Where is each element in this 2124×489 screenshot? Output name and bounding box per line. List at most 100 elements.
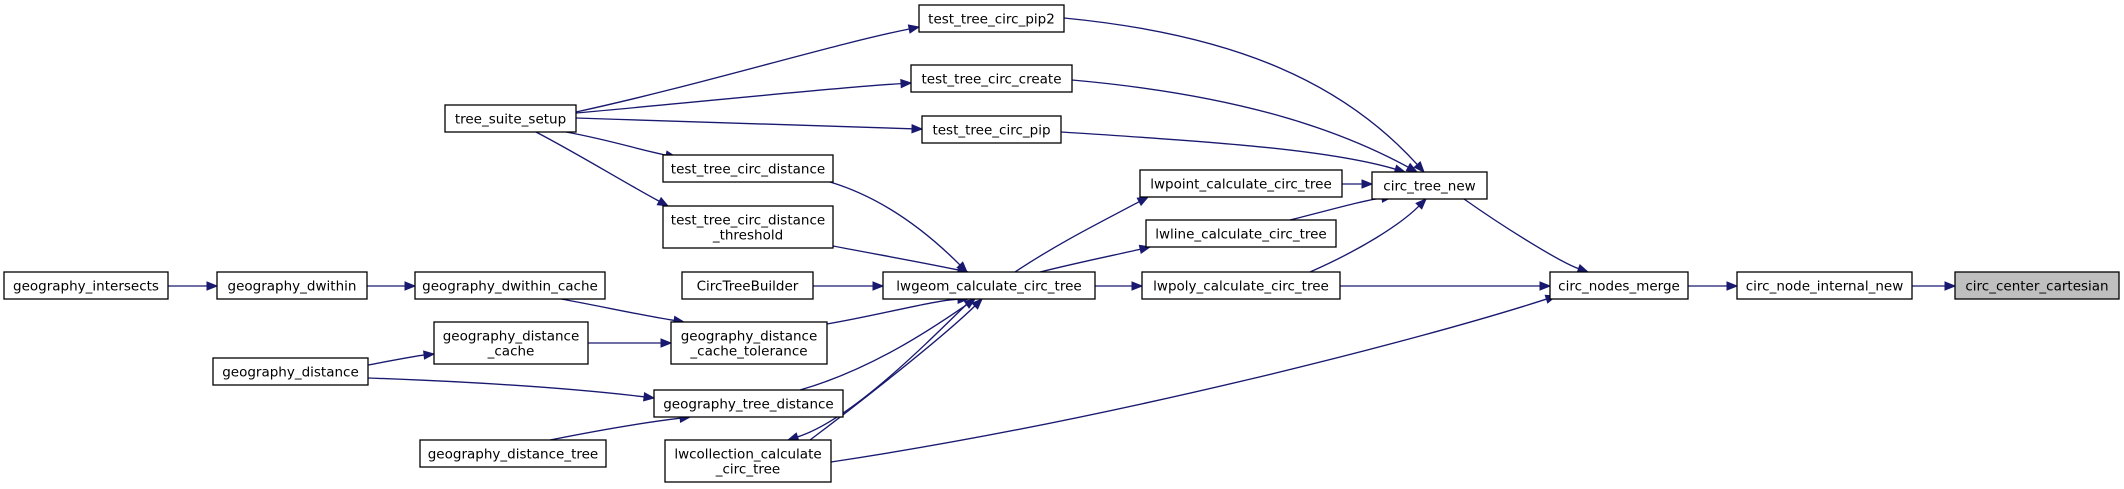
arrowhead-icon [423, 350, 436, 360]
node-circ-nodes-merge[interactable]: circ_nodes_merge [1549, 271, 1689, 300]
edge-test-tree-circ-pip2-to-circ-tree-new [1063, 17, 1425, 173]
edge-test-tree-circ-create-to-circ-tree-new [1071, 79, 1419, 173]
node-box [414, 271, 606, 300]
node-geography-distance-tree[interactable]: geography_distance_tree [419, 439, 607, 468]
node-test-tree-circ-pip[interactable]: test_tree_circ_pip [921, 115, 1062, 144]
edge-geography-distance-cache-to-geography-distance-cache-tolerance [588, 338, 673, 348]
node-box [3, 271, 169, 300]
edge-line [1309, 205, 1420, 273]
edge-circ-node-internal-new-to-circ-center-cartesian [1912, 281, 1957, 291]
node-geography-distance[interactable]: geography_distance [212, 357, 369, 386]
arrowhead-icon [1576, 264, 1590, 273]
node-box [1145, 219, 1337, 248]
node-label: geography_distance [443, 329, 580, 345]
node-test-tree-circ-distance-threshold[interactable]: test_tree_circ_distance_threshold [662, 205, 834, 249]
node-label: circ_center_cartesian [1965, 279, 2108, 295]
edge-line [829, 181, 961, 266]
edge-line [575, 82, 902, 114]
edge-lwgeom-calculate-circ-tree-to-lwpoly-calculate-circ-tree [1095, 281, 1144, 291]
node-box [1954, 271, 2120, 300]
node-test-tree-circ-distance[interactable]: test_tree_circ_distance [662, 154, 834, 183]
node-geography-distance-cache-tolerance[interactable]: geography_distance_cache_tolerance [670, 321, 828, 365]
node-test-tree-circ-create[interactable]: test_tree_circ_create [910, 64, 1073, 93]
node-box [444, 104, 577, 133]
node-geography-intersects[interactable]: geography_intersects [3, 271, 169, 300]
node-label: test_tree_circ_pip2 [928, 12, 1055, 28]
edge-line [367, 377, 645, 398]
node-geography-tree-distance[interactable]: geography_tree_distance [653, 389, 844, 418]
node-label: geography_intersects [13, 279, 159, 295]
node-geography-distance-cache[interactable]: geography_distance_cache [433, 321, 589, 365]
node-label: geography_tree_distance [663, 397, 834, 413]
node-box [664, 439, 832, 483]
edge-line [535, 131, 660, 202]
node-test-tree-circ-pip2[interactable]: test_tree_circ_pip2 [918, 4, 1065, 33]
arrowhead-icon [907, 24, 921, 34]
node-label: geography_distance_tree [428, 447, 599, 463]
arrowhead-icon [1944, 281, 1957, 291]
edge-tree-suite-setup-to-test-tree-circ-pip2 [575, 24, 921, 113]
node-label: geography_dwithin_cache [422, 279, 598, 295]
node-tree-suite-setup[interactable]: tree_suite_setup [444, 104, 577, 133]
node-label: lwline_calculate_circ_tree [1155, 227, 1326, 243]
edge-circtreebuilder-to-lwgeom-calculate-circ-tree [813, 281, 885, 291]
edge-geography-intersects-to-geography-dwithin [168, 281, 219, 291]
edge-geography-dwithin-cache-to-geography-distance-cache-tolerance [560, 298, 686, 326]
arrowhead-icon [404, 281, 417, 291]
edge-lwpoint-calculate-circ-tree-to-circ-tree-new [1342, 179, 1374, 189]
node-box [1139, 169, 1343, 198]
node-geography-dwithin-cache[interactable]: geography_dwithin_cache [414, 271, 606, 300]
node-circtreebuilder[interactable]: CircTreeBuilder [681, 271, 814, 300]
edge-line [1014, 201, 1140, 273]
node-label: _cache [487, 344, 535, 360]
node-label: lwpoly_calculate_circ_tree [1153, 279, 1329, 295]
node-label: test_tree_circ_distance [671, 213, 825, 229]
node-box [921, 115, 1062, 144]
arrowhead-icon [900, 78, 913, 89]
edge-geography-distance-tree-to-geography-tree-distance [549, 413, 692, 441]
node-label: lwcollection_calculate [674, 447, 821, 463]
arrowhead-icon [1361, 179, 1374, 189]
node-lwgeom-calculate-circ-tree[interactable]: lwgeom_calculate_circ_tree [882, 271, 1096, 300]
edge-lwpoly-calculate-circ-tree-to-circ-nodes-merge [1340, 281, 1552, 291]
arrowhead-icon [643, 392, 656, 402]
node-label: test_tree_circ_pip [932, 123, 1050, 139]
edge-line [565, 131, 667, 156]
node-circ-center-cartesian[interactable]: circ_center_cartesian [1954, 271, 2120, 300]
node-lwpoint-calculate-circ-tree[interactable]: lwpoint_calculate_circ_tree [1139, 169, 1343, 198]
edge-geography-dwithin-to-geography-dwithin-cache [367, 281, 417, 291]
arrowhead-icon [1415, 198, 1427, 210]
arrowhead-icon [872, 281, 885, 291]
edge-lwcollection-calculate-circ-tree-to-lwgeom-calculate-circ-tree [809, 298, 983, 441]
edges-layer [168, 17, 1957, 463]
node-box [882, 271, 1096, 300]
node-lwline-calculate-circ-tree[interactable]: lwline_calculate_circ_tree [1145, 219, 1337, 248]
node-circ-node-internal-new[interactable]: circ_node_internal_new [1736, 271, 1913, 300]
node-box [681, 271, 814, 300]
node-box [662, 205, 834, 249]
node-label: _threshold [712, 228, 783, 244]
edge-line [575, 117, 913, 130]
edge-line [799, 304, 968, 391]
arrowhead-icon [1131, 281, 1144, 291]
node-lwcollection-calculate-circ-tree[interactable]: lwcollection_calculate_circ_tree [664, 439, 832, 483]
edge-line [560, 298, 675, 322]
node-circ-tree-new[interactable]: circ_tree_new [1371, 171, 1488, 200]
arrowhead-icon [1539, 281, 1552, 291]
node-box [653, 389, 844, 418]
nodes-layer: circ_center_cartesian circ_node_internal_… [3, 4, 2120, 483]
node-label: lwpoint_calculate_circ_tree [1150, 177, 1332, 193]
node-box [433, 321, 589, 365]
arrowhead-icon [1136, 196, 1150, 207]
arrowhead-icon [1726, 281, 1739, 291]
node-geography-dwithin[interactable]: geography_dwithin [216, 271, 368, 300]
node-label: circ_tree_new [1383, 179, 1475, 195]
edge-line [1063, 17, 1418, 166]
node-label: geography_dwithin [228, 279, 357, 295]
node-lwpoly-calculate-circ-tree[interactable]: lwpoly_calculate_circ_tree [1141, 271, 1341, 300]
arrowhead-icon [911, 124, 924, 134]
edge-line [830, 298, 1547, 463]
edge-line [575, 28, 910, 113]
arrowhead-icon [656, 196, 670, 207]
